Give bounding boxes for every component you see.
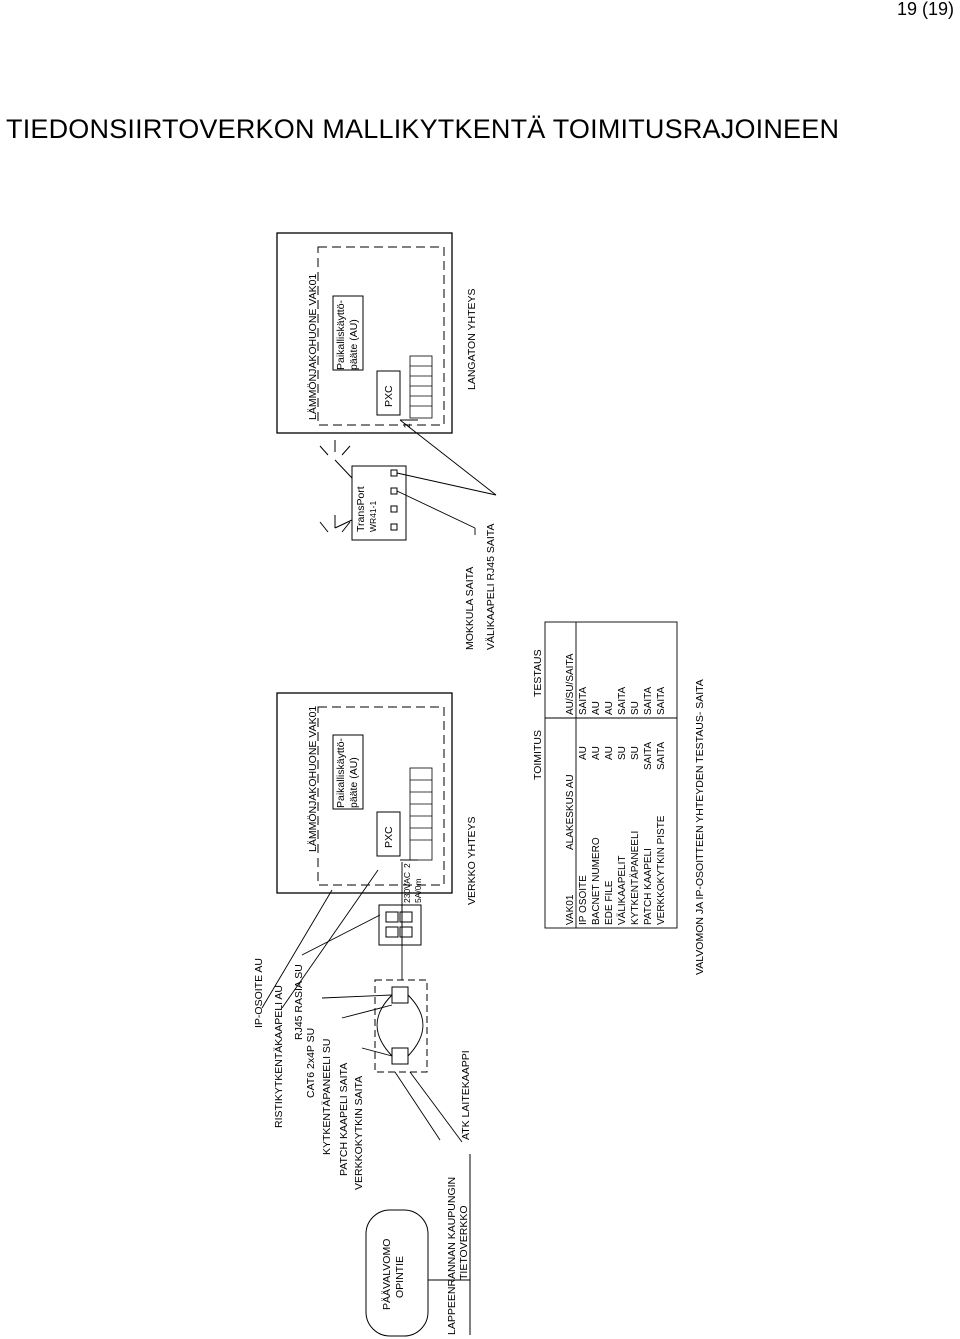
- table-row-1-item: IP OSOITE: [578, 875, 589, 925]
- patch-panel: [374, 979, 428, 1073]
- label-cat6: CAT6 2x4P SU: [305, 1028, 317, 1098]
- label-patch-panel: KYTKENTÄPANEELI SU: [321, 1038, 333, 1155]
- city-network-label-2: TIETOVERKKO: [458, 1206, 470, 1281]
- table-row-5-item: KYTKENTÄPANEELI: [629, 831, 641, 925]
- transport-router-ports: [390, 469, 398, 531]
- room-a-name: LÄMMÖNJAKOHUONE VAK01: [307, 706, 319, 852]
- table-header-testing: TESTAUS: [532, 649, 544, 697]
- table-row-3-testing: AU: [604, 701, 615, 715]
- room-a-power-label-2: 5A/0m: [413, 878, 423, 903]
- room-b-device-label-2: pääte (AU): [348, 319, 360, 370]
- table-row-7-testing: SAITA: [656, 687, 667, 715]
- control-room-label: PÄÄVALVOMO: [381, 1239, 393, 1310]
- room-b-boundary: [276, 232, 453, 434]
- room-a-device-label: Paikalliskäyttö-: [335, 737, 347, 808]
- table-row-5-delivery: SU: [630, 746, 641, 760]
- table-row-5-testing: SU: [630, 701, 641, 715]
- table-row-2-testing: AU: [591, 701, 602, 715]
- table-row-3-item: EDE FILE: [604, 880, 615, 925]
- room-a-connector-number: 2: [402, 863, 412, 868]
- transport-router-box: [351, 465, 407, 541]
- page-title: TIEDONSIIRTOVERKON MALLIKYTKENTÄ TOIMITU…: [6, 114, 840, 144]
- room-a-io-terminals: [409, 767, 433, 861]
- responsibility-table: VAK01 ALAKESKUS AU AU/SU/SAITA IP OSOITE…: [565, 653, 667, 925]
- responsibility-table-grid: [544, 621, 678, 929]
- table-row-4-testing: SAITA: [617, 687, 628, 715]
- antenna-icon: [319, 440, 353, 533]
- label-intermediate-cable: VÄLIKAAPELI RJ45 SAITA: [485, 524, 497, 650]
- room-b-io-terminals: [409, 355, 433, 419]
- table-row-4-delivery: SU: [617, 746, 628, 760]
- label-patch-cable: PATCH KAAPELI SAITA: [338, 1063, 350, 1176]
- table-row-0-testing: AU/SU/SAITA: [565, 653, 576, 715]
- room-a-caption: VERKKO YHTEYS: [466, 816, 478, 905]
- table-row-4-item: VÄLIKAAPELIT: [616, 856, 628, 925]
- transport-router-name: TransPort: [355, 486, 367, 532]
- room-a-device-box: [332, 734, 364, 810]
- room-a-power-label: 230VAC: [402, 872, 412, 903]
- leader-lines: [261, 862, 463, 1143]
- table-row-1-delivery: AU: [578, 746, 589, 760]
- table-row-6-testing: SAITA: [643, 687, 654, 715]
- label-ip-address: IP-OSOITE AU: [253, 958, 265, 1028]
- table-row-6-delivery: SAITA: [643, 742, 654, 770]
- table-row-0-item: VAK01: [565, 894, 576, 925]
- room-b-name: LÄMMÖNJAKOHUONE VAK01: [307, 274, 319, 420]
- page-number: 19 (19): [896, 0, 954, 19]
- table-row-6-item: PATCH KAAPELI: [643, 848, 654, 925]
- label-rj45-box: RJ45 RASIA SU: [293, 964, 305, 1040]
- table-row-3-delivery: AU: [604, 746, 615, 760]
- city-network-label: LAPPEENRANNAN KAUPUNGIN: [446, 1177, 458, 1335]
- table-row-2-delivery: AU: [591, 746, 602, 760]
- transport-router-model: WR41-1: [368, 501, 378, 532]
- table-row-1-testing: SAITA: [578, 687, 589, 715]
- label-equipment-room: ATK LAITEKAAPPI: [460, 1050, 472, 1140]
- table-row-7-item: VERKKOKYTKIN PISTE: [656, 815, 667, 925]
- room-b-device-label: Paikalliskäyttö-: [335, 299, 347, 370]
- room-b-caption: LANGATON YHTEYS: [466, 288, 478, 390]
- room-b-pxc-label: PXC: [383, 385, 395, 407]
- table-row-0-delivery: ALAKESKUS AU: [565, 774, 576, 850]
- room-b-device-box: [332, 295, 364, 371]
- table-footer-note: VALVOMON JA IP-OSOITTEEN YHTEYDEN TESTAU…: [694, 679, 706, 975]
- label-modem: MOKKULA SAITA: [464, 567, 476, 650]
- table-row-2-item: BACNET NUMERO: [591, 837, 602, 925]
- label-switch: VERKKOKYTKIN SAITA: [353, 1076, 365, 1190]
- rj45-junction-box: [378, 904, 422, 946]
- room-a-device-label-2: pääte (AU): [348, 757, 360, 808]
- wireless-link-lines: [396, 419, 497, 535]
- table-header-delivery: TOIMITUS: [532, 730, 544, 780]
- label-cross-cable: RISTIKYTKENTÄKAAPELI AU: [273, 985, 285, 1128]
- room-a-boundary: [276, 692, 453, 894]
- control-room-label-2: OPINTIE: [394, 1256, 406, 1298]
- room-b-pxc-box: [376, 370, 401, 416]
- room-a-pxc-label: PXC: [383, 826, 395, 848]
- room-a-pxc-box: [376, 811, 401, 857]
- control-room-box: [365, 1209, 429, 1337]
- table-row-7-delivery: SAITA: [656, 742, 667, 770]
